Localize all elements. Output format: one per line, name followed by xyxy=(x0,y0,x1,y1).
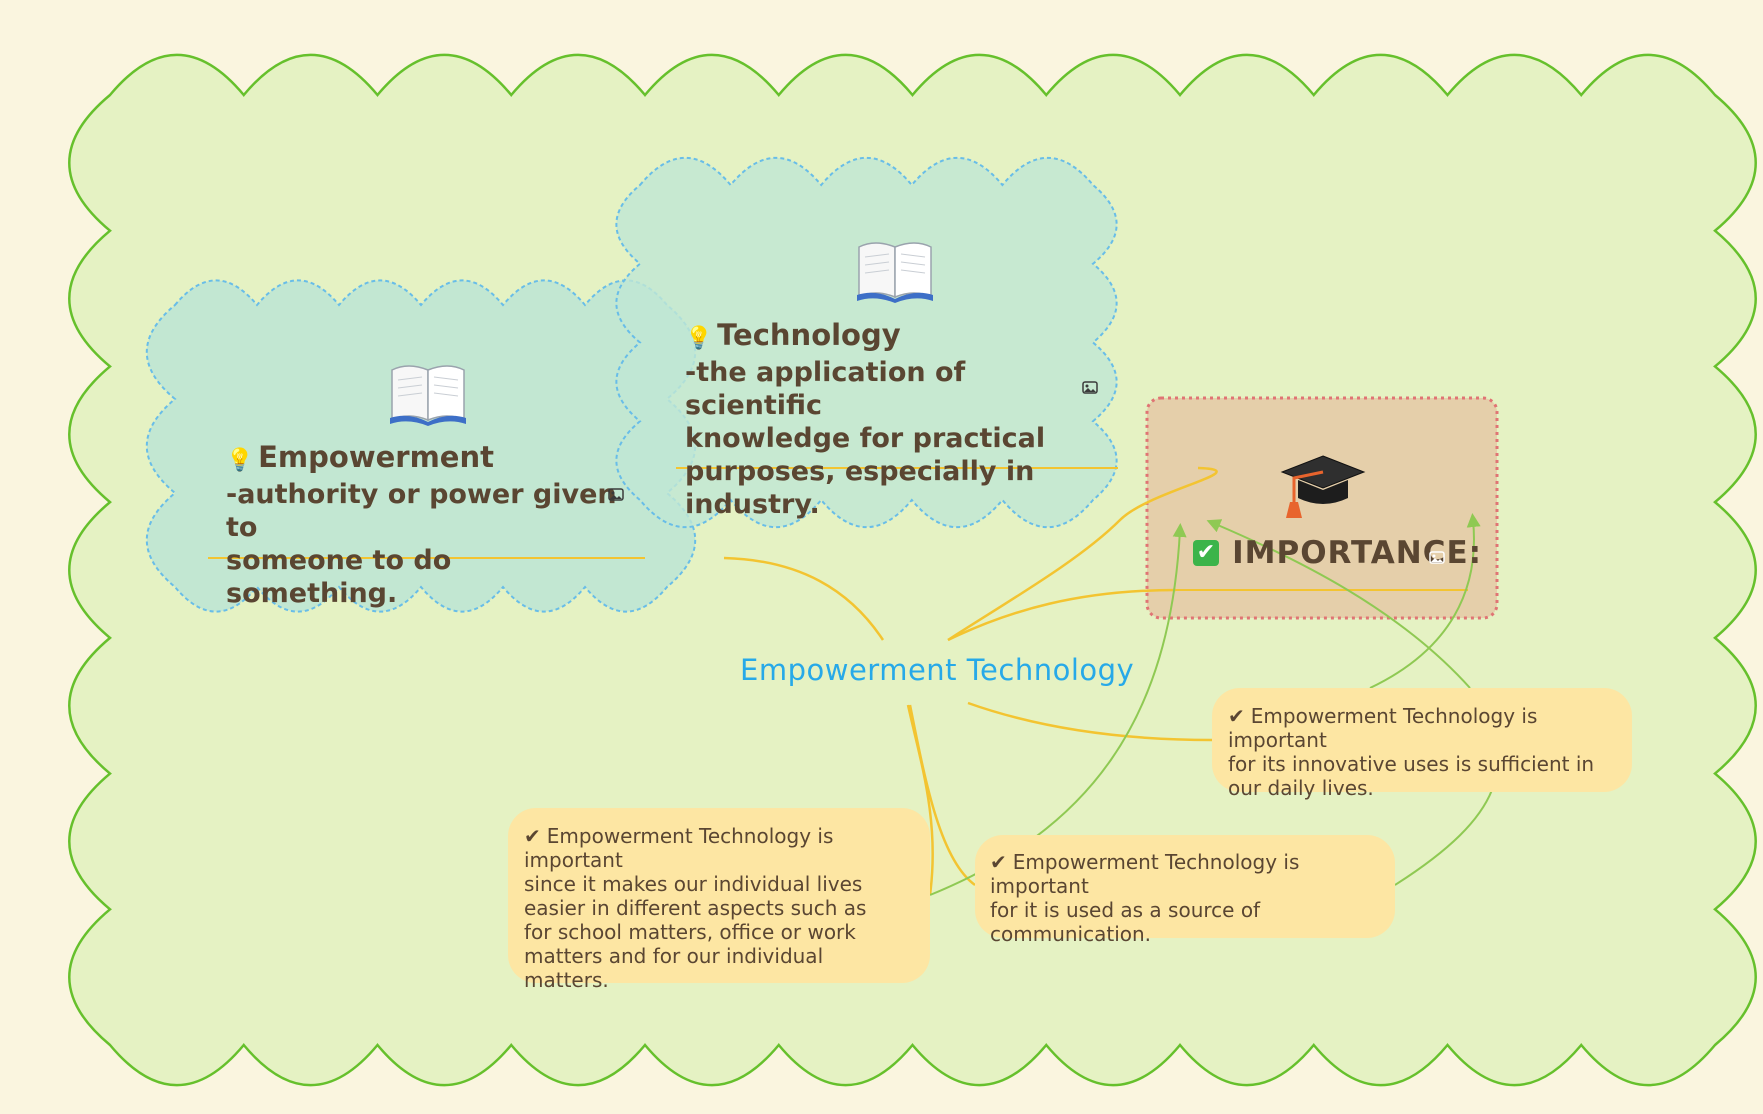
check-icon: ✔ xyxy=(990,850,1007,874)
definition-line: knowledge for practical xyxy=(685,423,1046,454)
note-line: communication. xyxy=(990,922,1152,946)
note-text: Empowerment Technology is important xyxy=(524,824,834,872)
branch-line-note-individual xyxy=(906,704,934,896)
branch-line-technology xyxy=(947,466,1218,642)
lightbulb-icon: 💡 xyxy=(685,326,713,351)
topic-empowerment[interactable]: 💡 Empowerment -authority or power given … xyxy=(226,440,626,610)
note-box-communication[interactable] xyxy=(975,835,1395,938)
lightbulb-icon: 💡 xyxy=(226,448,254,473)
topic-definition-technology: -the application of scientific knowledge… xyxy=(685,356,1105,521)
central-topic[interactable]: Empowerment Technology xyxy=(740,653,1135,687)
definition-line: purposes, especially in industry. xyxy=(685,456,1035,520)
note-box-daily[interactable] xyxy=(1212,688,1632,792)
topic-cloud-empowerment[interactable] xyxy=(145,279,697,613)
note-communication[interactable]: ✔Empowerment Technology is important for… xyxy=(990,850,1390,946)
note-line: for it is used as a source of xyxy=(990,898,1261,922)
open-book-icon xyxy=(855,237,935,307)
topic-title-technology: Technology xyxy=(717,318,901,352)
check-mark-button-icon: ✔ xyxy=(1193,540,1219,566)
image-icon[interactable] xyxy=(1429,549,1445,568)
note-text: Empowerment Technology is important xyxy=(1228,704,1538,752)
check-icon: ✔ xyxy=(524,824,541,848)
note-line: ✔Empowerment Technology is important xyxy=(990,850,1390,898)
topic-title-row: 💡 Technology xyxy=(685,318,1105,356)
note-line: matters and for our individual xyxy=(524,944,824,968)
note-line: for its innovative uses is sufficient in xyxy=(1228,752,1595,776)
note-line: matters. xyxy=(524,968,609,992)
branch-line-note-daily xyxy=(967,701,1213,742)
check-icon: ✔ xyxy=(1228,704,1245,728)
note-line: ✔Empowerment Technology is important xyxy=(524,824,924,872)
definition-line: -authority or power given to xyxy=(226,479,617,543)
note-daily-lives[interactable]: ✔Empowerment Technology is important for… xyxy=(1228,704,1628,800)
note-text: Empowerment Technology is important xyxy=(990,850,1300,898)
open-book-icon xyxy=(388,360,468,430)
note-line: for school matters, office or work xyxy=(524,920,856,944)
topic-title-row: 💡 Empowerment xyxy=(226,440,626,478)
cloud2-outline xyxy=(615,156,1118,529)
graduation-cap-icon xyxy=(1280,452,1366,526)
cloud1-outline xyxy=(145,279,697,613)
definition-line: someone to do something. xyxy=(226,545,452,609)
note-line: ✔Empowerment Technology is important xyxy=(1228,704,1628,752)
note-box-individual[interactable] xyxy=(508,808,930,983)
note-individual-lives[interactable]: ✔Empowerment Technology is important sin… xyxy=(524,824,924,992)
importance-box[interactable] xyxy=(1145,396,1499,620)
importance-title: IMPORTANCE: xyxy=(1232,535,1483,571)
image-icon[interactable] xyxy=(608,486,624,505)
relation-line-daily xyxy=(1369,513,1481,689)
relation-line-daily-2 xyxy=(1206,519,1471,689)
note-line: our daily lives. xyxy=(1228,776,1374,800)
topic-technology[interactable]: 💡 Technology -the application of scienti… xyxy=(685,318,1105,521)
topic-title-empowerment: Empowerment xyxy=(258,440,494,474)
image-icon[interactable] xyxy=(1082,379,1098,398)
topic-definition-empowerment: -authority or power given to someone to … xyxy=(226,478,626,610)
importance-title-row[interactable]: ✔ IMPORTANCE: xyxy=(1193,535,1482,571)
definition-line: -the application of scientific xyxy=(685,357,966,421)
branch-line-empowerment xyxy=(723,556,885,641)
branch-line-importance xyxy=(947,588,1177,642)
branch-line-note-communication xyxy=(908,704,976,887)
relation-line-communication xyxy=(1394,789,1493,886)
topic-cloud-technology[interactable] xyxy=(615,156,1118,529)
note-line: easier in different aspects such as xyxy=(524,896,867,920)
note-line: since it makes our individual lives xyxy=(524,872,863,896)
